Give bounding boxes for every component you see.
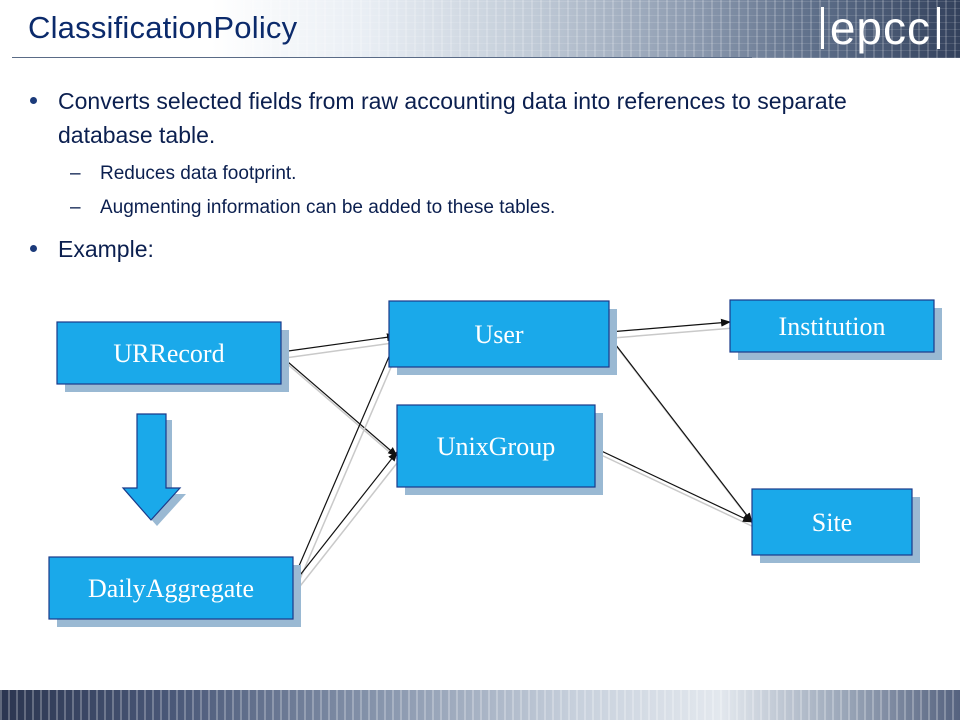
- title-rule: [12, 57, 752, 58]
- sub-bullet-text: Augmenting information can be added to t…: [100, 197, 556, 218]
- node-label: UnixGroup: [437, 432, 555, 461]
- node-box: [729, 299, 935, 353]
- bullet-item: Converts selected fields from raw accoun…: [30, 84, 910, 152]
- node-box: [751, 488, 913, 556]
- node-label: Institution: [779, 312, 886, 341]
- slide-title: ClassificationPolicy: [28, 10, 298, 45]
- sub-bullet-text: Reduces data footprint.: [100, 163, 297, 184]
- sub-bullet-item: – Reduces data footprint.: [30, 162, 910, 186]
- node-label: URRecord: [113, 339, 224, 368]
- diagram-nodes: URRecord User InstitutionUnixGroupSiteDail…: [48, 299, 942, 627]
- header-band: [0, 0, 960, 58]
- epcc-logo: epcc: [815, 2, 946, 54]
- edge-shadow-user-institution: [612, 327, 735, 339]
- dash-icon: –: [70, 163, 81, 184]
- logo-bar-left: [820, 7, 824, 49]
- bullet-list: Converts selected fields from raw accoun…: [30, 84, 910, 266]
- node-box: [396, 404, 596, 488]
- node-dailyaggregate: DailyAggregate: [48, 556, 301, 627]
- footer-band: [0, 690, 960, 720]
- bullet-text: Converts selected fields from raw accoun…: [58, 88, 847, 148]
- sub-bullet-item: – Augmenting information can be added to…: [30, 196, 910, 220]
- node-urrecord: URRecord: [56, 321, 289, 392]
- bullet-dot-icon: [30, 97, 37, 104]
- edge-shadow-urrecord-unixgroup: [284, 361, 402, 463]
- logo-bar-right: [937, 7, 940, 49]
- node-label: Site: [812, 508, 852, 537]
- node-user: User: [388, 300, 617, 375]
- node-site: Site: [751, 488, 920, 563]
- edge-shadow-dailyaggregate-unixgroup: [296, 457, 402, 591]
- node-unixgroup: UnixGroup: [396, 404, 603, 495]
- diagram-edges: [280, 318, 757, 591]
- down-arrow-icon: [121, 413, 182, 521]
- bullet-dot-icon: [30, 245, 37, 252]
- node-label: DailyAggregate: [88, 574, 254, 603]
- edge-dailyaggregate-user: [292, 337, 398, 581]
- node-box: [48, 556, 294, 620]
- node-label: User: [474, 320, 523, 349]
- edge-unixgroup-site: [594, 447, 753, 523]
- edge-shadow-dailyaggregate-user: [296, 343, 402, 587]
- edge-user-site: [608, 335, 753, 523]
- edge-shadow-urrecord-user: [284, 341, 401, 359]
- logo-text: epcc: [829, 2, 931, 54]
- node-box: [388, 300, 610, 368]
- edge-urrecord-user: [280, 333, 397, 353]
- edge-user-institution: [608, 318, 731, 333]
- edge-dailyaggregate-unixgroup: [292, 451, 398, 585]
- node-box: [56, 321, 282, 385]
- bullet-item: Example:: [30, 232, 910, 266]
- edge-shadow-unixgroup-site: [598, 453, 757, 529]
- transform-arrow: [121, 413, 186, 526]
- node-institution: Institution: [729, 299, 942, 360]
- bullet-text: Example:: [58, 236, 154, 262]
- dash-icon: –: [70, 197, 81, 218]
- edge-urrecord-unixgroup: [280, 355, 398, 457]
